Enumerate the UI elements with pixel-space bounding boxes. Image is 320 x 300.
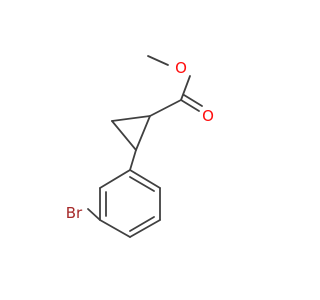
carbonyl-oxygen-label: O — [202, 107, 214, 125]
bromine-label: Br — [66, 204, 83, 222]
bond-ring-3 — [99, 219, 131, 238]
bond-c1-c2 — [111, 115, 151, 122]
bond-c3-ring — [129, 149, 137, 171]
bond-methyl-o — [147, 55, 169, 66]
bond-ring-br — [87, 208, 101, 221]
bond-c3-c1 — [135, 115, 151, 151]
bond-ring-inner-3 — [129, 176, 155, 192]
bond-ring-6 — [129, 169, 161, 189]
bond-ring-4 — [129, 219, 161, 238]
molecule-structure: O O Br — [66, 55, 214, 238]
bond-c2-c3 — [111, 120, 137, 151]
bond-ring-1 — [99, 169, 131, 189]
bond-ring-inner-2 — [129, 216, 155, 232]
bond-carbonyl-double-1 — [180, 99, 200, 112]
ether-oxygen-label: O — [175, 59, 187, 77]
bond-o-carbonyl-c — [180, 75, 191, 101]
bond-carbonyl-c-c1 — [149, 99, 182, 117]
bond-carbonyl-double-2 — [183, 94, 203, 107]
